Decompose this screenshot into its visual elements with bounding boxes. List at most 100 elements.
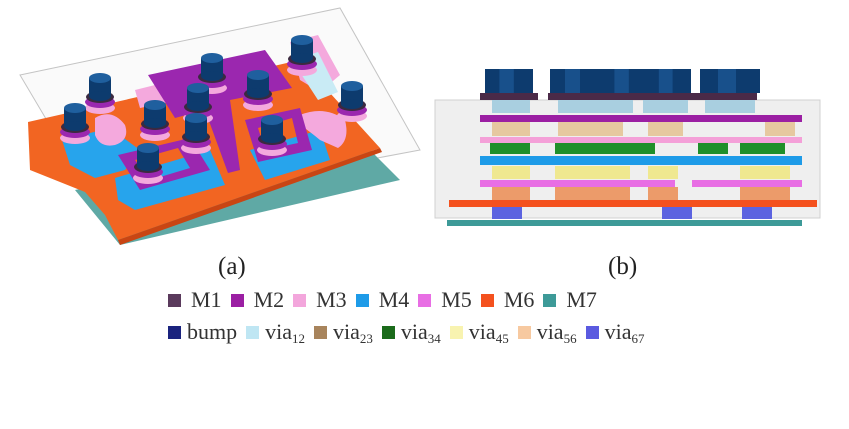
bump-bottom <box>64 121 86 131</box>
layer-m7 <box>447 220 802 226</box>
layer-m5 <box>692 180 802 187</box>
bump-bottom <box>89 91 111 101</box>
bump-highlight <box>614 69 629 93</box>
panel-a-bumps <box>60 35 367 184</box>
legend-item-m7: M7 <box>543 287 597 313</box>
bump-stack <box>287 35 317 76</box>
via34 <box>490 143 530 154</box>
bump-top <box>291 35 313 45</box>
via45 <box>648 166 678 179</box>
legend-label: via <box>400 319 428 344</box>
layer-m3 <box>480 137 802 143</box>
legend-label: M3 <box>316 287 347 312</box>
bump-top <box>247 70 269 80</box>
bump-highlight <box>718 69 736 93</box>
layer-m1 <box>692 93 757 100</box>
via45 <box>740 166 790 179</box>
via12 <box>705 100 755 113</box>
via12 <box>492 100 530 113</box>
legend-swatch <box>418 293 432 307</box>
legend-subscript: 45 <box>495 331 509 346</box>
bump-body <box>137 148 159 166</box>
legend-swatch <box>355 293 369 307</box>
legend-swatch <box>585 325 599 339</box>
bump-stack <box>337 81 367 122</box>
legend-swatch <box>449 325 463 339</box>
via56 <box>648 187 678 200</box>
bump-stack <box>181 113 211 154</box>
via23 <box>765 122 795 136</box>
bump-bottom <box>201 71 223 81</box>
bump-body <box>291 40 313 58</box>
legend-swatch <box>314 325 328 339</box>
legend-item-bump: bump <box>168 319 237 345</box>
via67 <box>492 207 522 219</box>
layer-m6-edge <box>118 148 382 245</box>
via12 <box>643 100 688 113</box>
bump-top <box>201 53 223 63</box>
via45 <box>492 166 530 179</box>
via23 <box>492 122 530 136</box>
legend-label: via <box>468 319 496 344</box>
bump-top <box>187 83 209 93</box>
layer-m2 <box>480 115 802 122</box>
bump-bottom <box>185 131 207 141</box>
bump-top <box>137 143 159 153</box>
legend-label: via <box>536 319 564 344</box>
bump-top <box>341 81 363 91</box>
via12 <box>558 100 633 113</box>
bump-body <box>187 88 209 106</box>
legend-subscript: 67 <box>631 331 645 346</box>
bump-stack <box>243 70 273 111</box>
legend-swatch <box>168 325 181 339</box>
bump-stack <box>133 143 163 184</box>
bump-body <box>64 108 86 126</box>
bump-body <box>185 118 207 136</box>
bump-bottom <box>144 118 166 128</box>
bump-body <box>247 75 269 93</box>
legend-label: M5 <box>441 287 472 312</box>
bump-stack <box>85 73 115 114</box>
legend-subscript: 23 <box>359 331 373 346</box>
bump-bottom <box>341 99 363 109</box>
legend-label: M7 <box>566 287 597 312</box>
legend-swatch <box>246 325 260 339</box>
legend-item-m2: M2 <box>230 287 285 313</box>
bump-top <box>144 100 166 110</box>
layer-m1 <box>640 93 695 100</box>
bump-bottom <box>187 101 209 111</box>
bump-highlight <box>658 69 673 93</box>
bump-highlight <box>565 69 580 93</box>
bump-bottom <box>291 53 313 63</box>
layer-m1 <box>548 93 648 100</box>
layer-m3 <box>95 35 347 148</box>
bump-bottom <box>137 161 159 171</box>
via45 <box>555 166 630 179</box>
legend-swatch <box>293 293 307 307</box>
panel-b-label: (b) <box>608 253 638 280</box>
legend-subscript: 56 <box>563 331 577 346</box>
legend-label: via <box>265 319 293 344</box>
bump-body <box>261 120 283 138</box>
via67 <box>742 207 772 219</box>
bump-bottom <box>261 133 283 143</box>
layer-m5 <box>600 180 675 187</box>
legend-swatch <box>480 293 494 307</box>
via56 <box>555 187 630 200</box>
bump-stack <box>257 115 287 156</box>
bump-bottom <box>247 88 269 98</box>
legend-label: M2 <box>253 287 285 312</box>
bump-top <box>89 73 111 83</box>
legend-label: M1 <box>191 287 222 312</box>
legend-item-m1: M1 <box>168 287 222 313</box>
legend-subscript: 34 <box>427 331 441 346</box>
via34 <box>740 143 785 154</box>
via56 <box>740 187 790 200</box>
legend-item-m3: M3 <box>293 287 347 313</box>
